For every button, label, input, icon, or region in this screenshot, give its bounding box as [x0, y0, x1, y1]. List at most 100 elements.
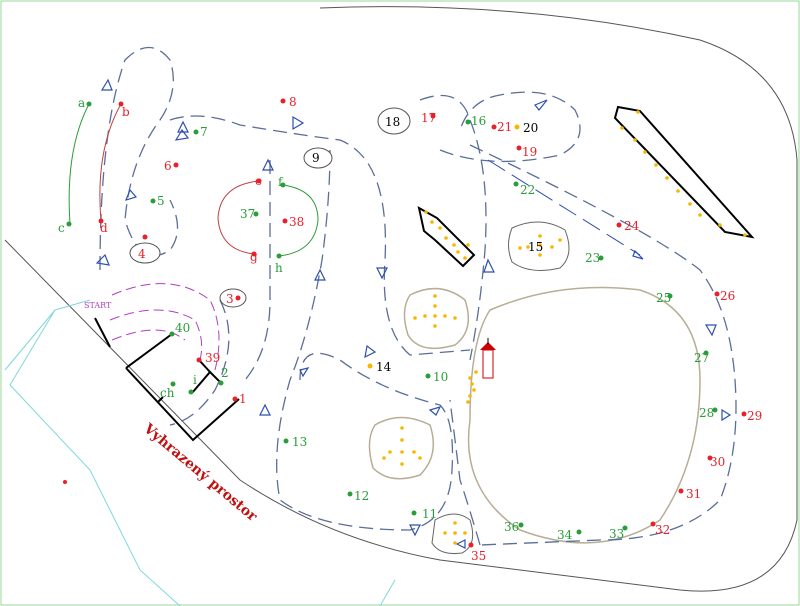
control-point-5[interactable]: 5 [150, 194, 165, 208]
control-point-3[interactable]: 3 [226, 292, 241, 306]
feature-dot [468, 394, 472, 398]
control-point-23[interactable]: 23 [585, 251, 604, 265]
control-point-c[interactable]: c [58, 221, 72, 235]
control-point-ch[interactable]: ch [160, 381, 176, 401]
feature-dot [676, 189, 680, 193]
control-dot [707, 455, 713, 461]
control-point-10[interactable]: 10 [425, 370, 449, 384]
control-point-40[interactable]: 40 [169, 321, 191, 337]
control-point-28[interactable]: 28 [699, 406, 718, 420]
control-point-19[interactable]: 19 [516, 145, 538, 159]
flowerbed-1 [403, 287, 470, 350]
control-dot [411, 510, 417, 516]
control-point-1[interactable]: 1 [232, 392, 247, 406]
feature-dot [453, 521, 457, 525]
control-label: 26 [720, 289, 735, 303]
control-dot [425, 373, 431, 379]
control-point-17[interactable]: 17 [421, 111, 436, 125]
control-point-16[interactable]: 16 [465, 114, 487, 128]
control-dot [282, 218, 288, 224]
feature-dot [550, 245, 554, 249]
control-point-35[interactable]: 35 [468, 542, 487, 564]
control-point-18[interactable]: 18 [385, 115, 400, 129]
control-label: 34 [557, 528, 573, 542]
control-point-g[interactable]: g [250, 250, 258, 264]
control-point-12[interactable]: 12 [347, 489, 370, 503]
control-point-b[interactable]: b [118, 101, 131, 120]
feature-dot [472, 388, 476, 392]
control-label: 8 [289, 95, 297, 109]
control-label: h [275, 261, 283, 275]
feature-dot [633, 138, 637, 142]
control-point-2[interactable]: 2 [218, 366, 229, 386]
control-label: f [278, 175, 284, 189]
control-point-24[interactable]: 24 [616, 219, 640, 233]
control-label: 3 [226, 292, 234, 306]
control-dot [173, 162, 179, 168]
control-point-29[interactable]: 29 [741, 409, 763, 423]
control-label: 28 [699, 406, 714, 420]
control-point-8[interactable]: 8 [280, 95, 297, 109]
control-dot [193, 129, 199, 135]
control-point-37[interactable]: 37 [240, 207, 259, 221]
control-point-25[interactable]: 25 [656, 291, 673, 305]
control-label: 6 [164, 159, 172, 173]
control-dot [218, 380, 224, 386]
control-dot [616, 222, 622, 228]
control-point-15[interactable]: 15 [528, 240, 543, 254]
control-point-i[interactable]: i [188, 373, 198, 395]
control-point-32[interactable]: 32 [650, 521, 671, 538]
control-point-13[interactable]: 13 [283, 435, 308, 449]
feature-dot [433, 294, 437, 298]
control-point-11[interactable]: 11 [411, 507, 438, 521]
control-dot [741, 411, 747, 417]
feature-dot [443, 314, 447, 318]
control-point-31[interactable]: 31 [678, 487, 702, 501]
control-dot [714, 291, 720, 297]
feature-dot [538, 234, 542, 238]
control-label: a [78, 96, 85, 110]
control-point-e[interactable]: e [255, 174, 262, 188]
feature-dot [468, 376, 472, 380]
feature-dot [400, 450, 404, 454]
control-dot [118, 101, 124, 107]
control-label: 40 [175, 321, 190, 335]
flowerbed-15 [508, 221, 570, 271]
control-point-34[interactable]: 34 [557, 528, 582, 542]
control-point-7[interactable]: 7 [193, 125, 208, 139]
control-point-14[interactable]: 14 [367, 360, 392, 374]
control-point-33[interactable]: 33 [609, 525, 628, 542]
lighthouse-icon [480, 338, 496, 379]
control-point-26[interactable]: 26 [714, 289, 736, 303]
control-point-f[interactable]: f [278, 175, 286, 189]
control-point-30[interactable]: 30 [707, 455, 726, 469]
control-point-20[interactable]: 20 [514, 121, 539, 135]
control-point-22[interactable]: 22 [513, 181, 536, 198]
control-point-39[interactable]: 39 [196, 351, 221, 365]
control-point-h[interactable]: h [275, 253, 283, 276]
feature-dot [466, 400, 470, 404]
control-point-36[interactable]: 36 [504, 520, 524, 534]
control-point-d[interactable]: d [98, 218, 109, 236]
stray-point [63, 480, 67, 484]
course-path [99, 46, 737, 546]
control-dot [703, 350, 709, 356]
control-point-6[interactable]: 6 [164, 159, 179, 173]
control-dot [251, 251, 257, 257]
control-point-21[interactable]: 21 [491, 120, 513, 134]
control-label: 23 [585, 251, 600, 265]
control-point-38[interactable]: 38 [282, 215, 305, 229]
control-point-4[interactable]: 4 [138, 234, 148, 262]
feature-dot [518, 246, 522, 250]
feature-dot [388, 450, 392, 454]
control-dot [283, 438, 289, 444]
control-dot [347, 491, 353, 497]
control-label: 19 [522, 145, 537, 159]
feature-dot [382, 456, 386, 460]
park-boundary [4, 6, 798, 592]
control-point-9[interactable]: 9 [312, 151, 320, 165]
control-point-a[interactable]: a [78, 96, 92, 110]
control-label: c [58, 221, 65, 235]
control-point-27[interactable]: 27 [694, 350, 709, 366]
